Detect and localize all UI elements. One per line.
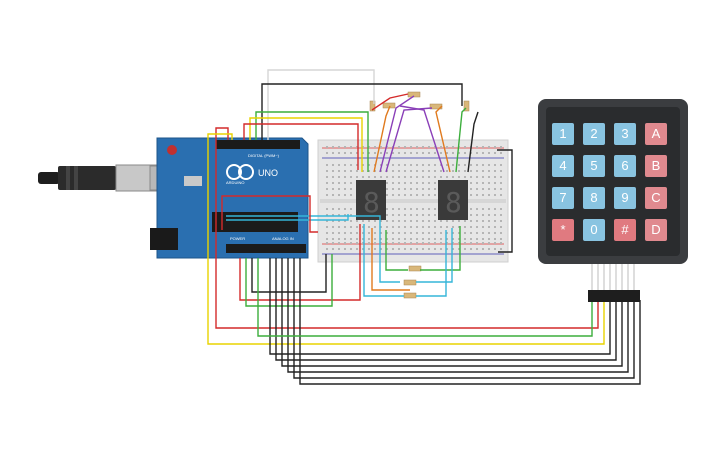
display-glyph-right: 8 [445, 186, 462, 219]
arduino-board[interactable]: UNO ARDUINO DIGITAL (PWM~) ANALOG IN POW… [150, 137, 309, 259]
wires[interactable] [207, 69, 641, 385]
key-6[interactable]: 6 [614, 155, 636, 177]
display-glyph-left: 8 [363, 186, 380, 219]
key-D[interactable]: D [645, 219, 667, 241]
keypad-ribbon-connector[interactable] [588, 264, 640, 302]
power-label: POWER [230, 236, 245, 241]
key-2[interactable]: 2 [583, 123, 605, 145]
key-star[interactable]: * [552, 219, 574, 241]
atmega-chip [212, 212, 298, 232]
seven-segment-display-right[interactable]: 8 [438, 180, 468, 220]
key-9[interactable]: 9 [614, 187, 636, 209]
key-5[interactable]: 5 [583, 155, 605, 177]
analog-header-label: ANALOG IN [272, 236, 294, 241]
key-0[interactable]: 0 [583, 219, 605, 241]
key-8[interactable]: 8 [583, 187, 605, 209]
key-C[interactable]: C [645, 187, 667, 209]
reset-button[interactable] [167, 145, 177, 155]
key-B[interactable]: B [645, 155, 667, 177]
key-4[interactable]: 4 [552, 155, 574, 177]
key-A[interactable]: A [645, 123, 667, 145]
breadboard[interactable] [317, 139, 509, 263]
key-1[interactable]: 1 [552, 123, 574, 145]
board-name: UNO [258, 168, 278, 178]
key-7[interactable]: 7 [552, 187, 574, 209]
key-3[interactable]: 3 [614, 123, 636, 145]
key-hash[interactable]: # [614, 219, 636, 241]
board-brand: ARDUINO [226, 180, 244, 185]
digital-header-label: DIGITAL (PWM~) [248, 153, 280, 158]
seven-segment-display-left[interactable]: 8 [356, 180, 386, 220]
